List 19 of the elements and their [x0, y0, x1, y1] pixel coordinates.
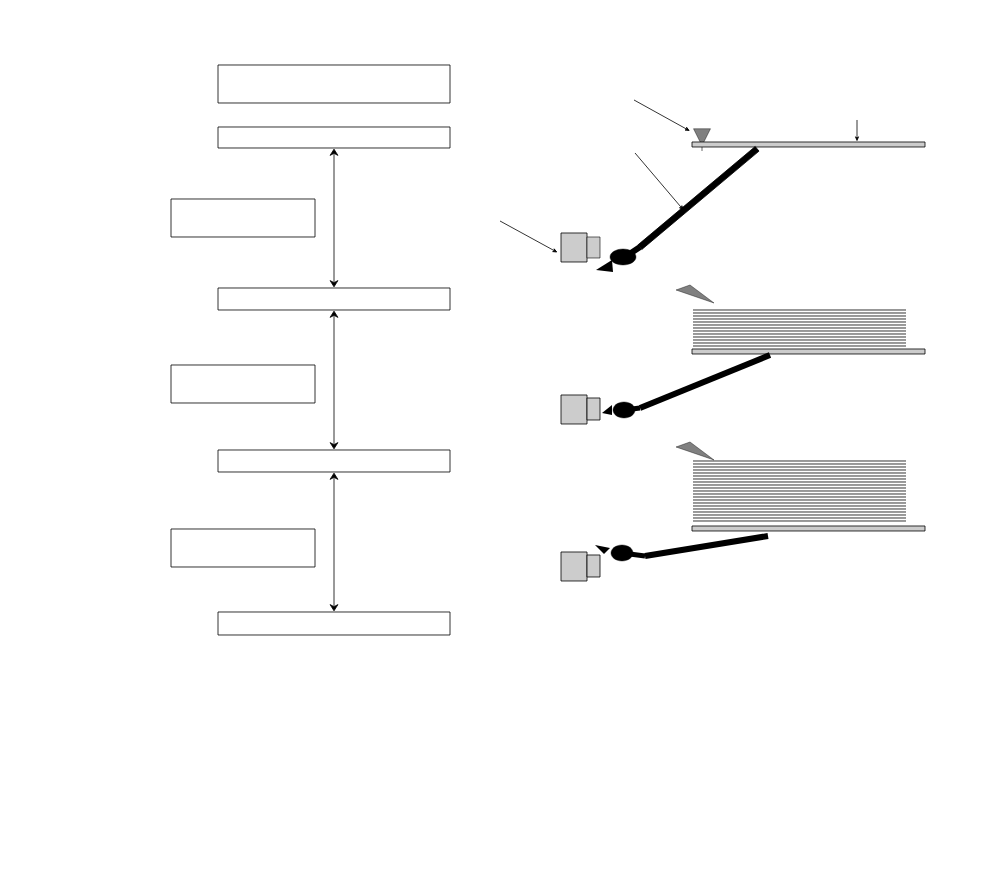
camera [560, 232, 601, 263]
leader-line [634, 152, 684, 210]
empty-box [170, 364, 316, 404]
empty-box [217, 449, 451, 473]
double-arrow [329, 148, 339, 288]
empty-box [170, 528, 316, 568]
empty-box [217, 287, 451, 311]
plate [691, 141, 926, 148]
double-arrow [329, 310, 339, 450]
double-arrow [329, 472, 339, 612]
leader-line [499, 220, 558, 253]
empty-box [217, 64, 451, 104]
wedge-tip [693, 128, 711, 152]
leader-line [633, 99, 690, 131]
empty-box [217, 611, 451, 636]
rod [637, 146, 760, 250]
leader-line [855, 119, 859, 141]
empty-box [170, 198, 316, 238]
empty-box [217, 126, 451, 149]
